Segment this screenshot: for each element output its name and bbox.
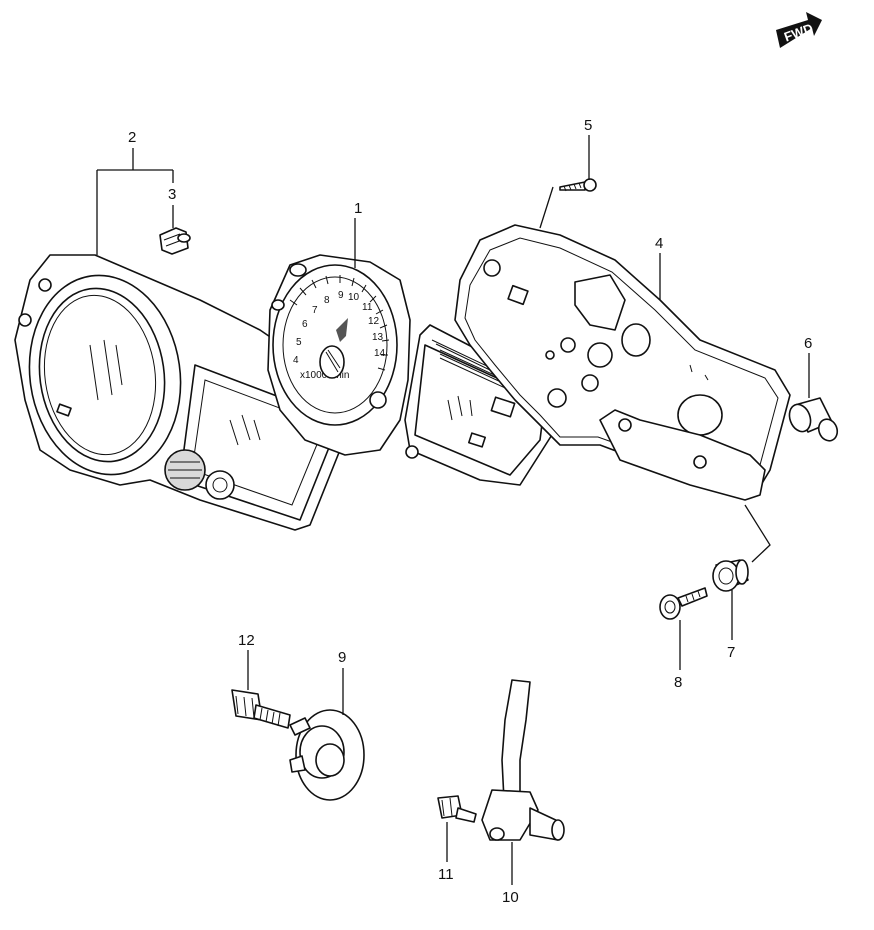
callout-9: 9 [338, 649, 346, 666]
meter-case-rear [454, 224, 791, 501]
bolt-part-11 [437, 795, 477, 823]
fwd-arrow-icon: FWD [776, 12, 822, 48]
tach-tick: 7 [312, 305, 318, 316]
fwd-label: FWD [782, 20, 815, 44]
callout-8: 8 [674, 674, 682, 691]
cushion-part-7 [712, 559, 749, 592]
tach-tick: 12 [368, 316, 380, 327]
callout-7: 7 [727, 644, 735, 661]
meter-case-front [14, 254, 361, 531]
speed-sensor-part-10 [481, 679, 565, 841]
leader-lines [96, 135, 810, 885]
callout-1: 1 [354, 200, 362, 217]
screw-part-8 [659, 587, 708, 620]
callout-5: 5 [584, 117, 592, 134]
tach-tick: 4 [293, 355, 299, 366]
screw-part-5 [559, 178, 597, 192]
tach-tick: 10 [348, 292, 360, 303]
callout-6: 6 [804, 335, 812, 352]
callout-12: 12 [238, 632, 255, 649]
suzuki-logo-icon [336, 318, 348, 342]
sensor-rotor-part-9 [289, 709, 365, 801]
tach-tick: 8 [324, 295, 330, 306]
tach-tick: 13 [372, 332, 384, 343]
tach-tick: 11 [362, 302, 373, 313]
grommet-part-3 [159, 227, 191, 255]
tach-tick: 9 [338, 290, 344, 301]
tach-tick: 14 [374, 348, 386, 359]
callout-4: 4 [655, 235, 663, 252]
callout-3: 3 [168, 186, 176, 203]
tach-tick: 5 [296, 337, 302, 348]
callout-11: 11 [438, 866, 454, 883]
callout-2: 2 [128, 129, 136, 146]
bolt-part-12 [231, 689, 291, 729]
callout-10: 10 [502, 889, 519, 906]
bushing-part-6 [788, 397, 839, 442]
callouts: 1 2 3 4 5 6 7 8 9 10 11 12 [128, 117, 812, 906]
tach-tick: 6 [302, 319, 308, 330]
